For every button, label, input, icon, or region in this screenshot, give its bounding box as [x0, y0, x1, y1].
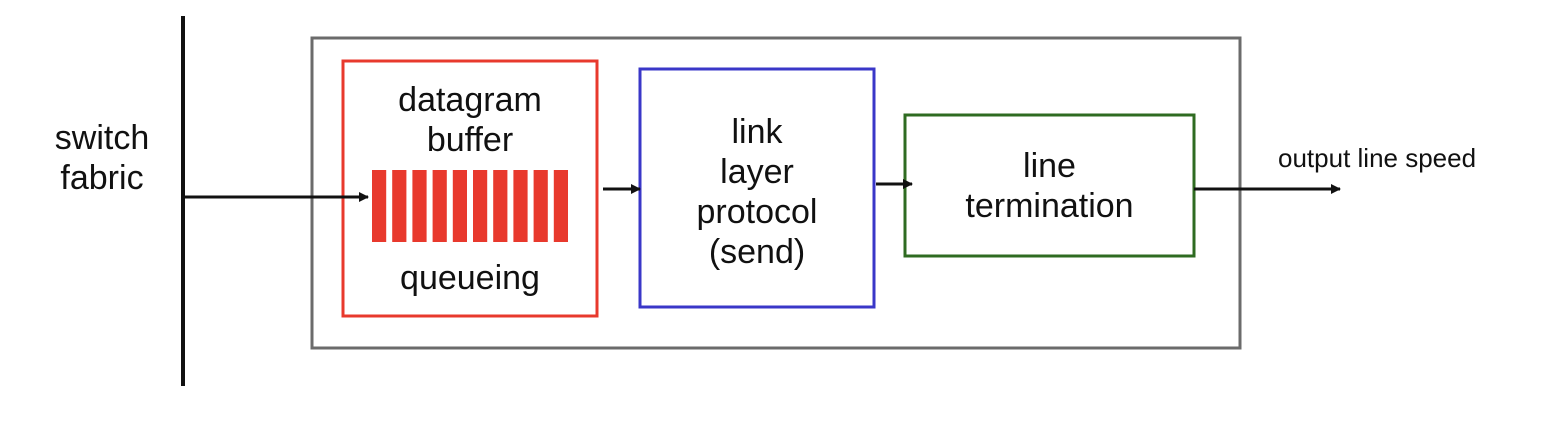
queue-slot: [452, 170, 467, 242]
queueing-label: queueing: [400, 259, 540, 297]
queue-slot: [412, 170, 427, 242]
buffer-label-line: buffer: [426, 121, 514, 159]
queue-slots: [372, 170, 568, 242]
link-layer-label: link layer protocol (send): [640, 112, 874, 272]
queue-slot: [372, 170, 387, 242]
line-termination-label: line termination: [905, 146, 1194, 226]
switch-fabric-label-line: fabric: [60, 159, 144, 197]
queue-slot: [493, 170, 508, 242]
link-layer-label-line: protocol: [696, 193, 818, 231]
buffer-label: datagram buffer: [343, 80, 597, 160]
output-line-speed-label: output line speed: [1278, 143, 1477, 173]
queue-slot: [473, 170, 488, 242]
queue-slot: [513, 170, 528, 242]
queue-slot: [432, 170, 447, 242]
output-port-box: [310, 36, 1242, 350]
buffer-box: [341, 59, 599, 318]
link-layer-label-line: layer: [720, 153, 794, 191]
queue-slot: [533, 170, 548, 242]
line-termination-label-line: line: [1023, 147, 1076, 185]
queue-slot: [553, 170, 568, 242]
line-termination-label-line: termination: [965, 187, 1134, 225]
switch-fabric-label: switch fabric: [40, 118, 164, 198]
switch-fabric-label-line: switch: [54, 119, 150, 157]
queue-slot: [392, 170, 407, 242]
buffer-label-line: datagram: [398, 81, 542, 119]
link-layer-label-line: link: [731, 113, 783, 151]
link-layer-label-line: (send): [708, 233, 806, 271]
